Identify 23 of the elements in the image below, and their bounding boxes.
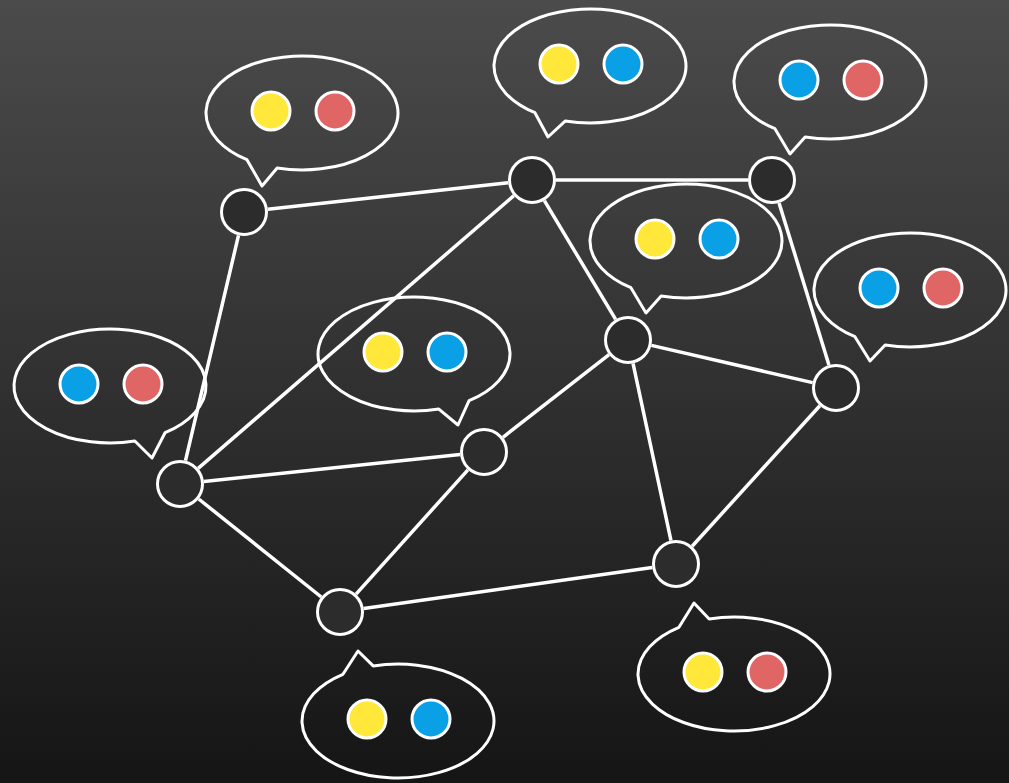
connector-line bbox=[203, 452, 461, 484]
connector-line bbox=[631, 363, 673, 541]
network-node bbox=[748, 156, 796, 204]
connector-line bbox=[501, 353, 611, 439]
connector-line bbox=[690, 404, 822, 548]
network-node bbox=[508, 156, 556, 204]
connector-line bbox=[363, 565, 653, 611]
network-node bbox=[156, 460, 204, 508]
network-node bbox=[316, 588, 364, 636]
network-node bbox=[652, 540, 700, 588]
network-node bbox=[220, 188, 268, 236]
network-node bbox=[812, 364, 860, 412]
connector-line bbox=[197, 194, 515, 470]
connector-line bbox=[197, 497, 323, 599]
connector-line bbox=[556, 178, 748, 182]
connector-line bbox=[542, 199, 618, 321]
connector-line bbox=[267, 180, 509, 212]
connector-line bbox=[183, 234, 241, 462]
connector-line bbox=[354, 468, 470, 596]
connector-line bbox=[777, 202, 831, 366]
network-node bbox=[460, 428, 508, 476]
connector-line bbox=[651, 343, 813, 385]
network-node bbox=[604, 316, 652, 364]
